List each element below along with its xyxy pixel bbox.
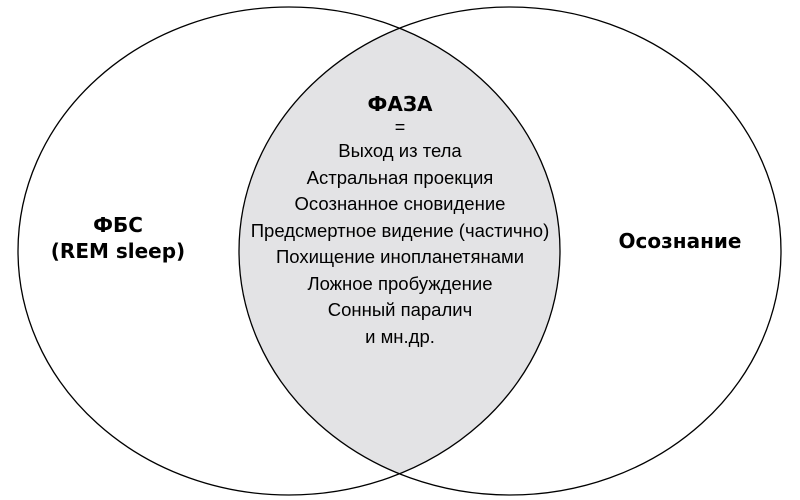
intersection-item: Похищение инопланетянами [275,246,525,267]
intersection-fill [239,7,560,495]
left-set-title: ФБС [93,213,143,237]
right-set-title: Осознание [618,229,742,253]
intersection-item: Сонный паралич [327,299,473,320]
intersection-item: Предсмертное видение (частично) [250,219,550,241]
intersection-item: Ложное пробуждение [307,272,493,294]
intersection-title: ФАЗА [367,92,433,116]
equals-sign: = [394,117,406,137]
intersection-item: Осознанное сновидение [294,193,506,214]
intersection-label: ФАЗА = Выход из тела Астральная проекция… [200,92,600,350]
left-set-label: ФБС (REM sleep) [20,212,216,264]
right-set-label: Осознание [590,228,770,254]
intersection-item: Астральная проекция [306,166,494,188]
left-set-subtitle: (REM sleep) [50,239,186,263]
intersection-item: Выход из тела [338,140,462,161]
right-circle [238,6,782,496]
left-circle [17,6,561,496]
intersection-item: и мн.др. [365,325,435,347]
